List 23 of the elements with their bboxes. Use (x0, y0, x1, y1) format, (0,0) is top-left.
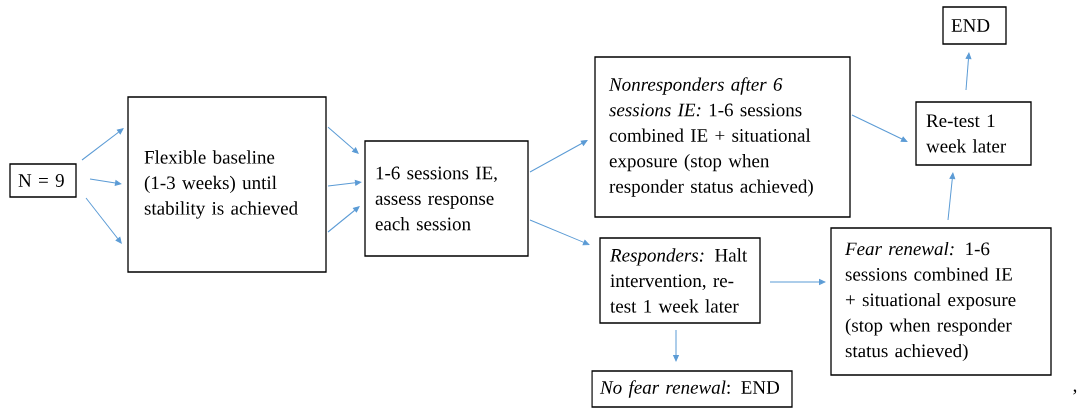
process-box: Responders: Halt intervention, re-test 1 week later (599, 237, 761, 324)
process-box: Nonresponders after 6 sessions IE: 1-6 sessions combined IE + situational exposure (stop when responder status achieved) (594, 56, 851, 218)
process-box: 1-6 sessions IE, assess response each session (364, 140, 529, 257)
arrow (89, 178, 122, 186)
arrow (327, 126, 359, 154)
process-box: N = 9 (9, 163, 77, 198)
arrow (851, 114, 908, 142)
process-box: Re-test 1 week later (915, 101, 1032, 166)
arrow (673, 329, 679, 362)
process-box: No fear renewal: END (591, 370, 793, 408)
arrow (529, 140, 588, 173)
arrow (327, 179, 362, 187)
arrow (965, 52, 972, 91)
process-box: END (942, 6, 1007, 45)
arrow (85, 197, 122, 244)
arrow (947, 172, 956, 221)
process-box: Flexible baseline (1-3 weeks) until stability is achieved (127, 96, 327, 273)
arrow (81, 128, 124, 161)
arrow (327, 206, 360, 233)
arrow (529, 219, 590, 246)
arrow (769, 279, 826, 285)
process-box: Fear renewal: 1-6 sessions combined IE + situational exposure (stop when responder status achieved) (830, 227, 1052, 376)
stray-mark: , (1073, 389, 1077, 395)
